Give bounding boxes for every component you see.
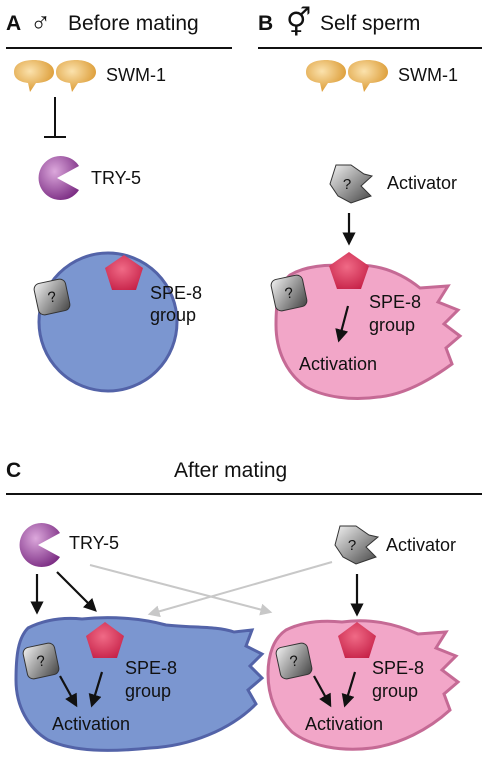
activator-icon: ? [329, 164, 374, 204]
unknown-receptor-icon: ? [275, 642, 313, 680]
try5-icon [38, 156, 79, 201]
swm1-label: SWM-1 [106, 65, 166, 85]
try5-icon [19, 523, 60, 567]
activation-label: Activation [299, 354, 377, 374]
spe8-label-line1: SPE-8 [369, 292, 421, 312]
unknown-receptor-icon: ? [33, 278, 71, 316]
panel-c: C After mating TRY-5 ? Activator ? SPE-8… [6, 459, 482, 752]
svg-text:?: ? [283, 284, 295, 302]
spe8-label-line2: group [372, 681, 418, 701]
activator-to-male-grey-arrow [147, 561, 333, 618]
swm1-icon [14, 60, 96, 92]
panel-a: A ♂ Before mating SWM-1 TRY-5 ? SPE-8 gr… [6, 7, 232, 393]
activation-arrow [341, 671, 357, 708]
try5-label: TRY-5 [69, 533, 119, 553]
svg-text:?: ? [35, 652, 47, 670]
panel-b-letter: B [258, 12, 273, 35]
activator-label: Activator [386, 535, 456, 555]
spe8-receptor-icon [329, 252, 369, 289]
male-sperm-cell [14, 616, 265, 752]
spe8-receptor-icon [105, 255, 143, 290]
unknown-receptor-icon: ? [270, 274, 308, 312]
activation-arrow [59, 675, 78, 708]
hermaphrodite-sperm-cell [266, 619, 461, 751]
try5-to-herm-grey-arrow [89, 564, 273, 616]
hermaphrodite-symbol-icon: ⚥ [286, 6, 311, 38]
panel-a-letter: A [6, 12, 21, 35]
activator-icon: ? [334, 525, 380, 565]
svg-text:?: ? [343, 176, 351, 193]
panel-b-title: Self sperm [320, 12, 420, 35]
swm1-icon [306, 60, 388, 92]
activation-arrow [313, 675, 332, 708]
panel-a-title: Before mating [68, 12, 199, 35]
male-symbol-icon: ♂ [30, 7, 51, 38]
spe8-receptor-icon [86, 622, 124, 658]
unknown-receptor-icon: ? [22, 642, 60, 680]
spe8-label-line2: group [125, 681, 171, 701]
activator-label: Activator [387, 173, 457, 193]
panel-b: B ⚥ Self sperm SWM-1 ? Activator ? SPE-8… [258, 6, 482, 401]
activation-arrow [335, 305, 350, 343]
spe8-label-line1: SPE-8 [125, 658, 177, 678]
panel-c-title: After mating [174, 459, 287, 482]
try5-label: TRY-5 [91, 168, 141, 188]
try5-to-spe8-arrow [56, 571, 97, 612]
spe8-label-line2: group [150, 305, 196, 325]
spe8-label-line1: SPE-8 [372, 658, 424, 678]
activation-arrow [88, 671, 104, 708]
activation-label: Activation [305, 714, 383, 734]
spe8-label-line2: group [369, 315, 415, 335]
spe8-label-line1: SPE-8 [150, 283, 202, 303]
svg-text:?: ? [348, 537, 356, 554]
svg-text:?: ? [288, 652, 300, 670]
swm1-label: SWM-1 [398, 65, 458, 85]
spe8-receptor-icon [338, 622, 376, 658]
activation-label: Activation [52, 714, 130, 734]
panel-c-letter: C [6, 459, 21, 482]
male-sperm-cell [37, 251, 179, 393]
svg-text:?: ? [46, 288, 58, 306]
